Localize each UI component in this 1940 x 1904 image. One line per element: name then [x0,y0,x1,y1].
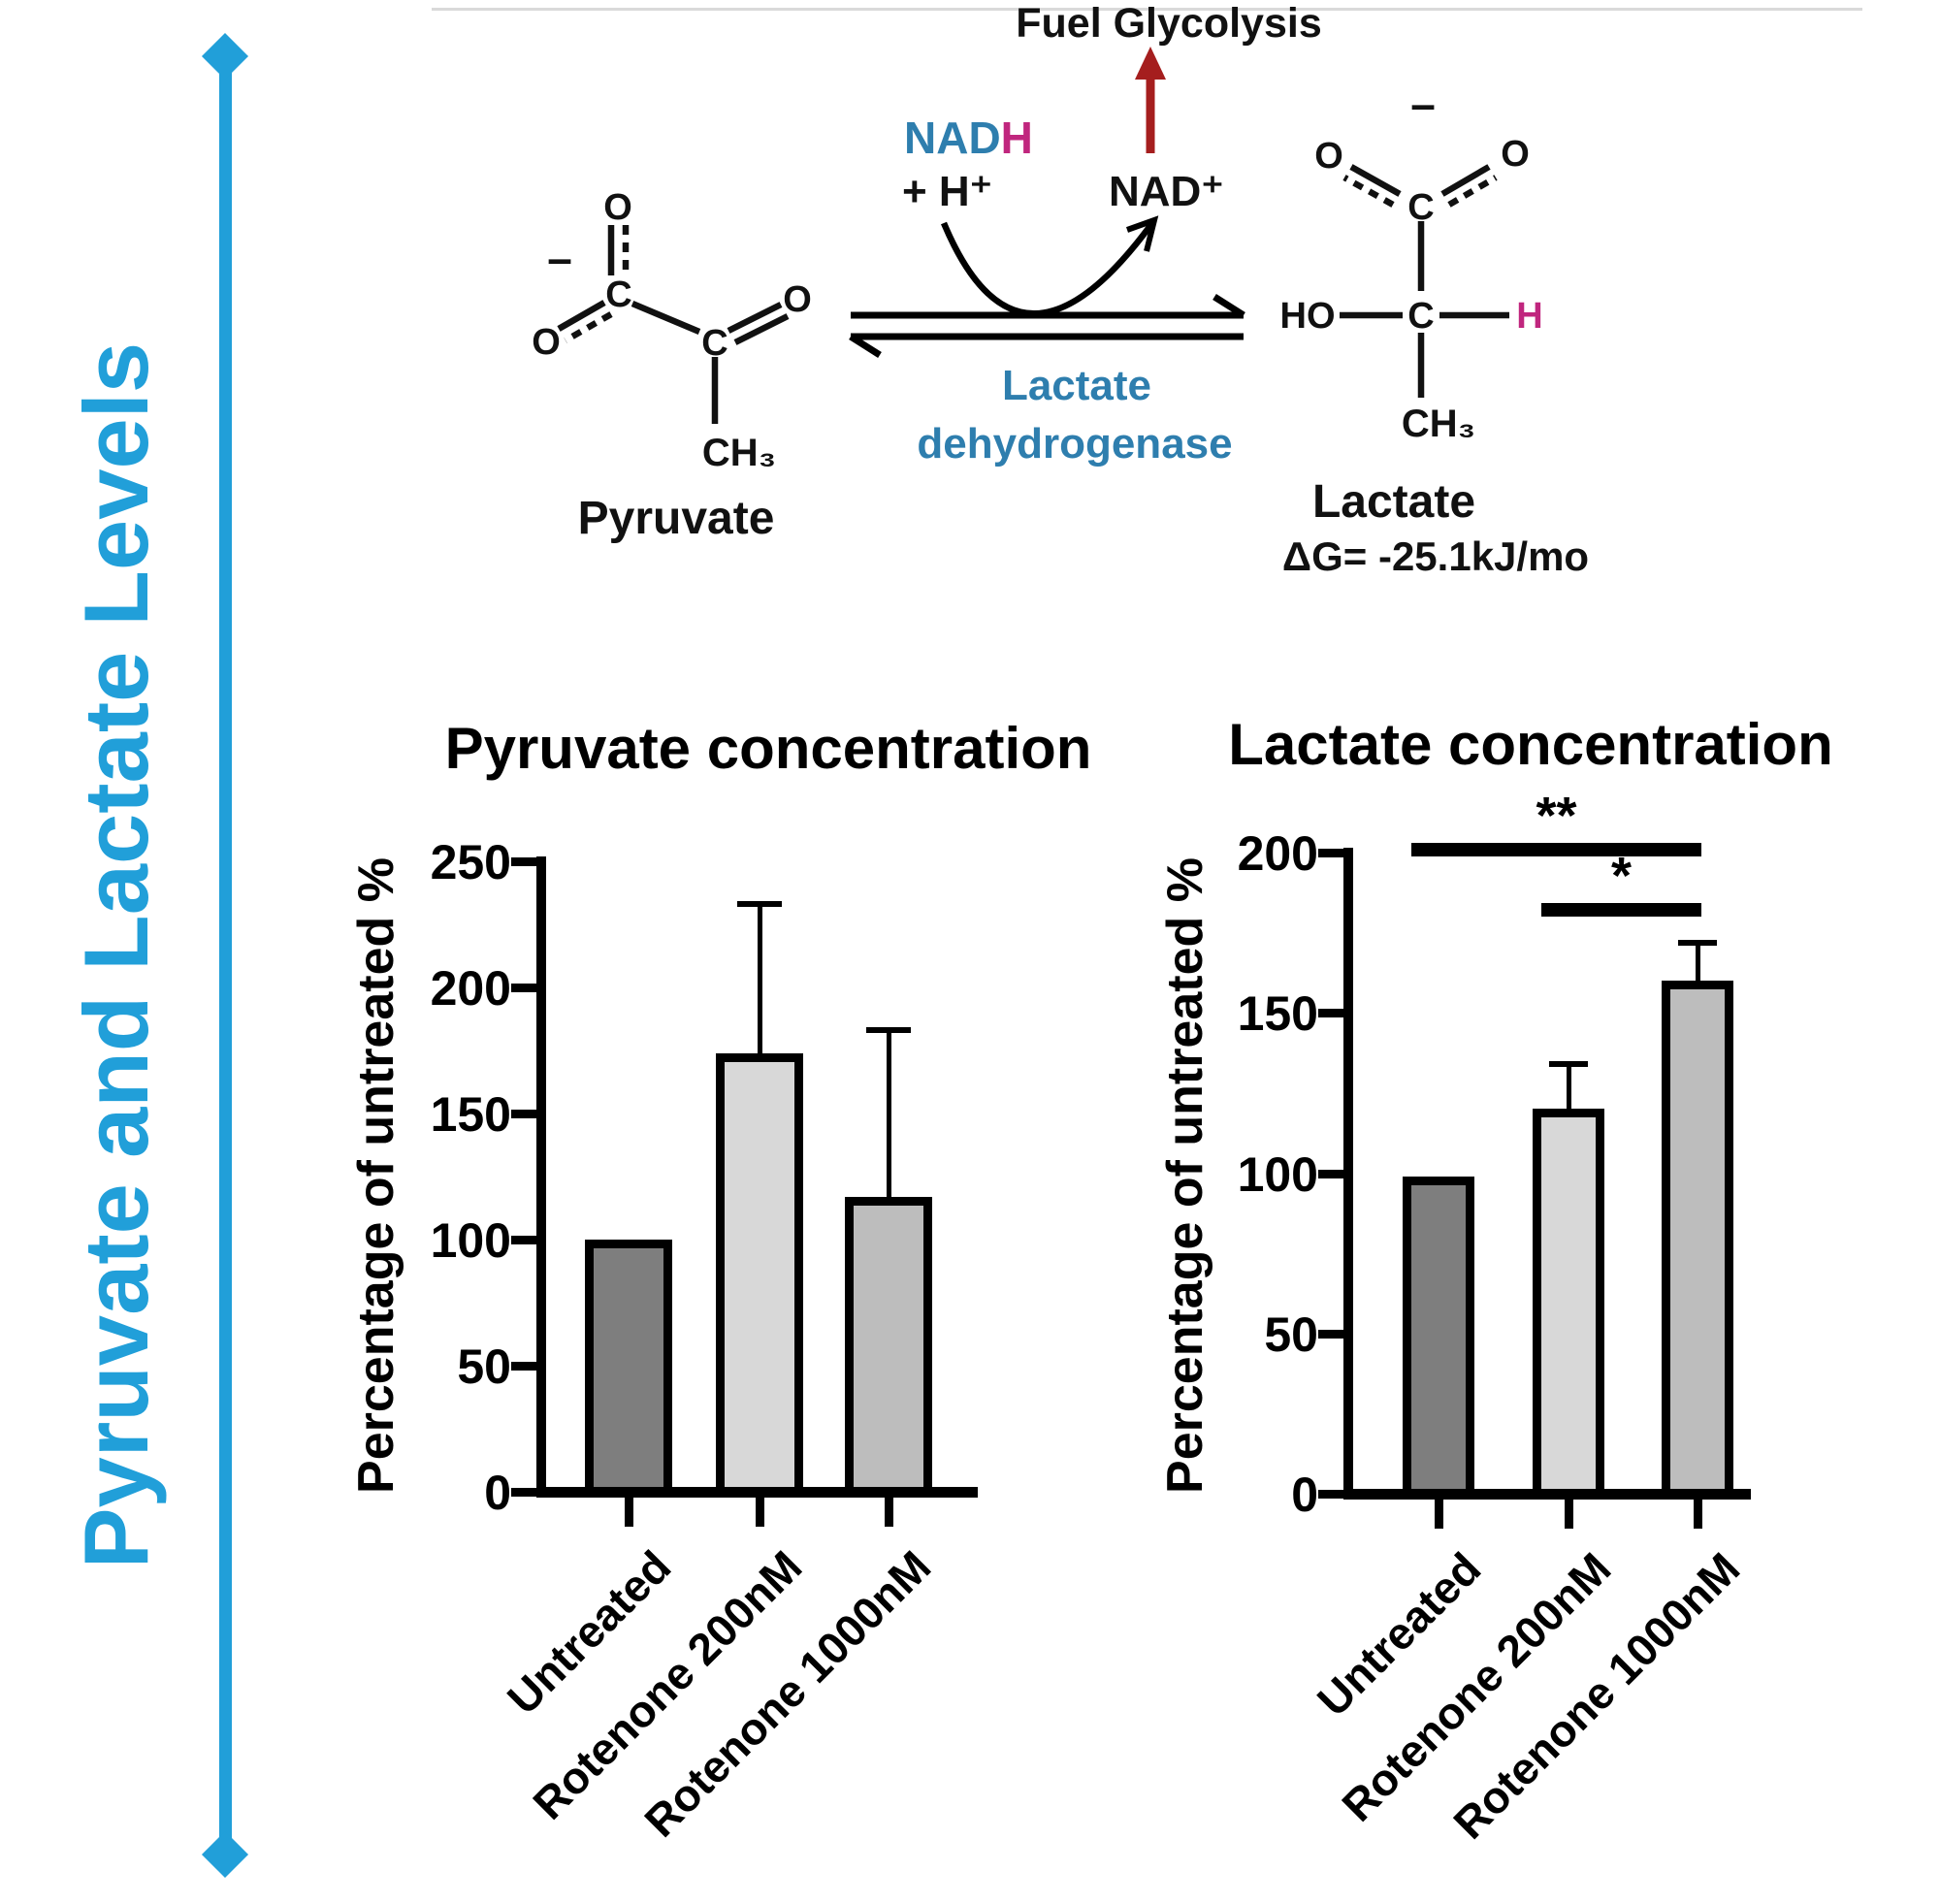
bar-rotenone-1000nm [1662,981,1733,1498]
y-tick-label: 250 [430,835,511,889]
pyruvate-label: Pyruvate [578,493,775,544]
x-tick-mark [755,1498,764,1527]
bar-rotenone-200nm [1533,1109,1604,1498]
y-tick-mark [511,1488,536,1497]
significance-bar [1411,842,1701,856]
pyruvate-structure [557,225,790,424]
nad-plus-label: NAD⁺ [1109,168,1224,215]
error-bar-line [1566,1064,1571,1118]
equilibrium-arrows-icon [849,294,1245,358]
y-tick-mark [511,1362,536,1371]
plus-h-label: + H⁺ [902,168,992,215]
error-bar-cap [866,1027,911,1034]
arrow-bottom-head-icon [201,1830,249,1879]
y-tick-mark [511,984,536,992]
x-tick-mark [1564,1500,1573,1529]
y-tick-label: 200 [1237,826,1318,881]
pyruvate-o-top: O [603,187,632,228]
x-tick-mark [1693,1500,1702,1529]
lactate-ho: HO [1280,296,1336,337]
y-tick-label: 150 [430,1087,511,1142]
y-tick-mark [511,1110,536,1118]
y-tick-label: 100 [1237,1146,1318,1202]
fuel-glycolysis-label: Fuel Glycolysis [1016,0,1321,47]
lactate-ch3: CH₃ [1402,403,1475,445]
enzyme-name-line2: dehydrogenase [917,420,1232,468]
pyruvate-chart-title: Pyruvate concentration [444,716,1092,781]
error-bar-cap [737,901,782,908]
error-bar-cap [1549,1061,1588,1068]
significance-bar [1541,903,1701,918]
bar-rotenone-1000nm [845,1196,932,1496]
bar-rotenone-200nm [716,1052,803,1496]
pyruvate-ch3: CH₃ [702,432,776,474]
bar-untreated [1403,1176,1474,1498]
y-axis [1343,848,1353,1499]
y-axis [536,856,546,1497]
lactate-h: H [1516,296,1542,337]
error-bar-line [757,904,762,1062]
bar-untreated [585,1240,672,1496]
pyruvate-c1: C [605,274,631,315]
y-tick-label: 150 [1237,986,1318,1042]
x-tick-mark [624,1498,633,1527]
pyruvate-minus: – [547,233,572,283]
x-tick-mark [1434,1500,1443,1529]
y-tick-mark [1318,1009,1343,1018]
fuel-glycolysis-arrow-icon [1135,47,1166,153]
pyruvate-c2: C [701,323,728,364]
arrow-top-head-icon [201,32,249,81]
lactate-o-left: O [1314,136,1343,177]
y-tick-label: 50 [1264,1307,1318,1362]
x-axis [536,1487,978,1498]
figure-title: Pyruvate and Lactate Levels [65,341,167,1569]
nad-part: NAD [904,113,1001,163]
enzyme-name-line1: Lactate [1002,362,1151,409]
y-tick-mark [1318,1329,1343,1339]
x-axis [1343,1489,1751,1500]
vertical-arrow-line [219,56,232,1855]
y-tick-mark [511,857,536,866]
nadh-label: NADH [904,113,1033,163]
lactate-delta-g: ΔG= -25.1kJ/mo [1282,533,1589,579]
pyruvate-o-right: O [783,279,812,320]
significance-label: * [1610,847,1632,906]
x-tick-mark [884,1498,893,1527]
y-tick-label: 50 [457,1339,511,1394]
lactate-label: Lactate [1312,476,1475,528]
lactate-structure [1340,164,1509,398]
y-tick-mark [511,1236,536,1244]
lactate-c2: C [1407,296,1434,337]
y-tick-mark [1318,1169,1343,1178]
lactate-minus: – [1410,79,1436,129]
lactate-chart-title: Lactate concentration [1228,712,1833,777]
cofactor-arc-arrow-icon [941,215,1159,317]
image-edge-line [432,8,1862,11]
y-tick-label: 0 [484,1466,511,1520]
pyruvate-chart-ylabel: Percentage of untreated % [348,857,404,1494]
y-tick-mark [1318,849,1343,857]
lactate-c1: C [1407,187,1434,228]
error-bar-cap [1678,939,1717,946]
lactate-o-right: O [1501,134,1530,175]
y-tick-mark [1318,1490,1343,1499]
y-tick-label: 100 [430,1213,511,1268]
significance-label: ** [1536,786,1577,845]
h-part: H [1001,113,1033,163]
sidebar: Pyruvate and Lactate Levels [0,0,291,1904]
reaction-scheme: Fuel Glycolysis NADH + H⁺ NAD⁺ Lactate d… [532,0,1589,579]
error-bar-line [1695,942,1700,990]
y-tick-label: 0 [1291,1468,1318,1522]
y-tick-label: 200 [430,961,511,1016]
pyruvate-o-left: O [532,322,561,363]
error-bar-line [886,1030,891,1206]
